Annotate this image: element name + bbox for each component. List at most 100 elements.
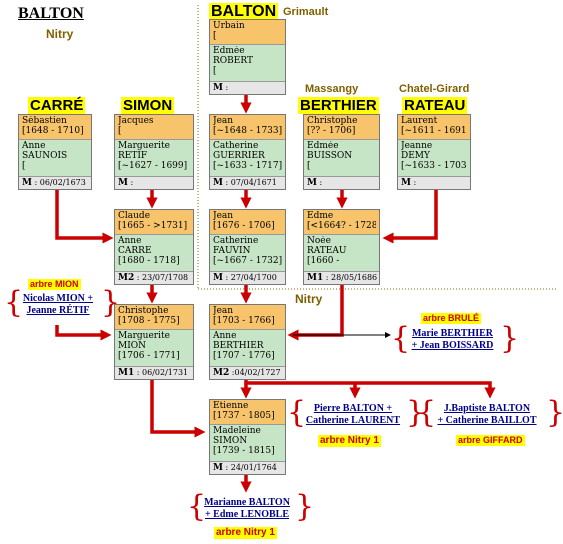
brace-left-icon: { xyxy=(391,321,411,356)
couple-box-jean2: Jean [1676 - 1706] Catherine FAUVIN [~16… xyxy=(209,209,286,285)
title-balton-top: BALTON xyxy=(209,3,279,21)
wife-first-name: Marguerite xyxy=(118,331,170,341)
husband-dates: [ xyxy=(118,126,122,136)
wife: Marguerite MION [1706 - 1771] xyxy=(115,329,193,366)
marriage-label: M xyxy=(213,83,223,93)
couple-box-jean3: Jean [1703 - 1766] Anne BERTHIER [1707 -… xyxy=(209,304,286,380)
husband-name: Christophe xyxy=(118,306,169,316)
arrow-jean3-children xyxy=(244,378,496,399)
husband: Jean [~1648 - 1733] xyxy=(210,115,285,139)
wife-surname: ROBERT xyxy=(213,56,253,66)
couple-box-sebastien: Sébastien [1648 - 1710] Anne SAUNOIS [ M… xyxy=(18,114,92,190)
husband-name: Jean xyxy=(213,211,234,221)
husband-dates: [<1664? - 1728] xyxy=(307,221,376,231)
brace-right-icon: } xyxy=(546,398,563,428)
brace-left-icon: { xyxy=(4,285,24,320)
wife-surname: BUISSON xyxy=(307,151,353,161)
couple-box-urbain: Urbain [ Edmée ROBERT [ M : xyxy=(209,19,286,95)
link-line-2[interactable]: + Edme LENOBLE xyxy=(204,509,290,520)
marriage-date: : 27/04/1700 xyxy=(225,273,277,282)
wife-dates: [1707 - 1776] xyxy=(213,351,275,361)
place-chatel-girard: Chatel-Girard xyxy=(399,83,470,95)
wife: Jeanne DEMY [~1633 - 1703] xyxy=(398,139,470,176)
link-line-2[interactable]: + Catherine BAILLOT xyxy=(437,415,537,426)
wife-surname: RÉTIF xyxy=(118,151,148,161)
link-line-1[interactable]: Marie BERTHIER xyxy=(411,328,494,339)
husband: Christophe [?? - 1706] xyxy=(304,115,379,139)
arbre-nitry1-marianne[interactable]: arbre Nitry 1 xyxy=(214,527,277,539)
page-title: BALTON xyxy=(18,5,84,22)
brace-right-icon: } xyxy=(500,321,520,356)
link-berthier-boissard[interactable]: Marie BERTHIER + Jean BOISSARD xyxy=(401,328,504,352)
marriage-label: M xyxy=(401,178,411,188)
marriage-label: M1 xyxy=(118,368,135,378)
link-marianne-balton[interactable]: Marianne BALTON + Edme LENOBLE xyxy=(196,497,298,521)
marriage-label: M xyxy=(213,463,223,473)
husband-name: Christophe xyxy=(307,116,358,126)
link-line-2[interactable]: Catherine LAURENT xyxy=(305,415,401,426)
family-rateau: RATEAU xyxy=(402,97,468,114)
brace-right-icon: } xyxy=(295,489,315,524)
wife-dates: [1660 - xyxy=(307,256,340,266)
link-line-2[interactable]: + Jean BOISSARD xyxy=(411,340,494,351)
husband: Jean [1676 - 1706] xyxy=(210,210,285,234)
wife-surname: CARRÉ xyxy=(118,246,152,256)
wife-first-name: Anne xyxy=(22,141,46,151)
link-line-1[interactable]: Pierre BALTON + xyxy=(313,403,393,414)
husband-dates: [~1648 - 1733] xyxy=(213,126,282,136)
marriage-row: M2 :04/02/1727 xyxy=(210,366,285,379)
arbre-mion-label[interactable]: arbre MION xyxy=(28,279,81,290)
wife: Anne CARRÉ [1680 - 1718] xyxy=(115,234,193,271)
marriage-label: M1 xyxy=(307,273,324,283)
arbre-brule-label[interactable]: arbre BRULÉ xyxy=(421,313,482,324)
wife-first-name: Catherine xyxy=(213,236,259,246)
place-nitry-mid: Nitry xyxy=(295,292,323,306)
marriage-row: M : 06/02/1673 xyxy=(19,176,91,189)
husband: Christophe [1708 - 1775] xyxy=(115,305,193,329)
link-mion-retif[interactable]: Nicolas MION + Jeanne RÉTIF xyxy=(12,293,104,317)
marriage-row: M1 : 06/02/1731 xyxy=(115,366,193,379)
marriage-label: M xyxy=(22,178,32,188)
link-pierre-balton[interactable]: Pierre BALTON + Catherine LAURENT xyxy=(296,403,410,427)
link-line-1[interactable]: Marianne BALTON xyxy=(204,497,290,508)
marriage-label: M xyxy=(118,178,128,188)
wife-surname: SIMON xyxy=(213,436,248,446)
wife-surname: DEMY xyxy=(401,151,430,161)
wife-dates: [1739 - 1815] xyxy=(213,446,275,456)
marriage-date: : xyxy=(130,178,134,187)
link-jbaptiste-balton[interactable]: J.Baptiste BALTON + Catherine BAILLOT xyxy=(425,403,549,427)
wife-first-name: Edmée xyxy=(307,141,339,151)
marriage-row: M : xyxy=(210,81,285,94)
marriage-row: M2 : 23/07/1708 xyxy=(115,271,193,284)
wife-surname: FAUVIN xyxy=(213,246,251,256)
link-line-2[interactable]: Jeanne RÉTIF xyxy=(26,305,90,316)
husband: Claude [1665 - >1731] xyxy=(115,210,193,234)
husband-dates: [1737 - 1805] xyxy=(213,411,275,421)
wife-dates: [1706 - 1771] xyxy=(118,351,180,361)
husband-dates: [1708 - 1775] xyxy=(118,316,180,326)
couple-box-jacques: Jacques [ Marguerite RÉTIF [~1627 - 1699… xyxy=(114,114,194,190)
husband: Laurent [~1611 - 1691] xyxy=(398,115,470,139)
arrow-mion-christophe2 xyxy=(55,325,112,341)
wife-first-name: Catherine xyxy=(213,141,259,151)
link-line-1[interactable]: J.Baptiste BALTON xyxy=(443,403,531,414)
arbre-nitry1-pierre[interactable]: arbre Nitry 1 xyxy=(318,435,381,447)
husband-name: Laurent xyxy=(401,116,438,126)
wife-surname: SAUNOIS xyxy=(22,151,68,161)
wife-dates: [~1667 - 1732] xyxy=(213,256,282,266)
husband-name: Jean xyxy=(213,306,234,316)
brace-left-icon: { xyxy=(187,489,207,524)
brace-right-icon: } xyxy=(406,395,426,430)
brace-left-icon: { xyxy=(417,395,437,430)
wife: Catherine GUERRIER [~1633 - 1717] xyxy=(210,139,285,176)
marriage-date: : xyxy=(413,178,417,187)
husband-name: Urbain xyxy=(213,21,245,31)
family-simon: SIMON xyxy=(121,97,175,114)
arbre-giffard-label[interactable]: arbre GIFFARD xyxy=(456,435,525,446)
husband-name: Edme xyxy=(307,211,334,221)
couple-box-jean1: Jean [~1648 - 1733] Catherine GUERRIER [… xyxy=(209,114,286,190)
couple-box-laurent: Laurent [~1611 - 1691] Jeanne DEMY [~163… xyxy=(397,114,471,190)
link-line-1[interactable]: Nicolas MION + xyxy=(22,293,94,304)
husband: Sébastien [1648 - 1710] xyxy=(19,115,91,139)
wife-first-name: Jeanne xyxy=(401,141,433,151)
